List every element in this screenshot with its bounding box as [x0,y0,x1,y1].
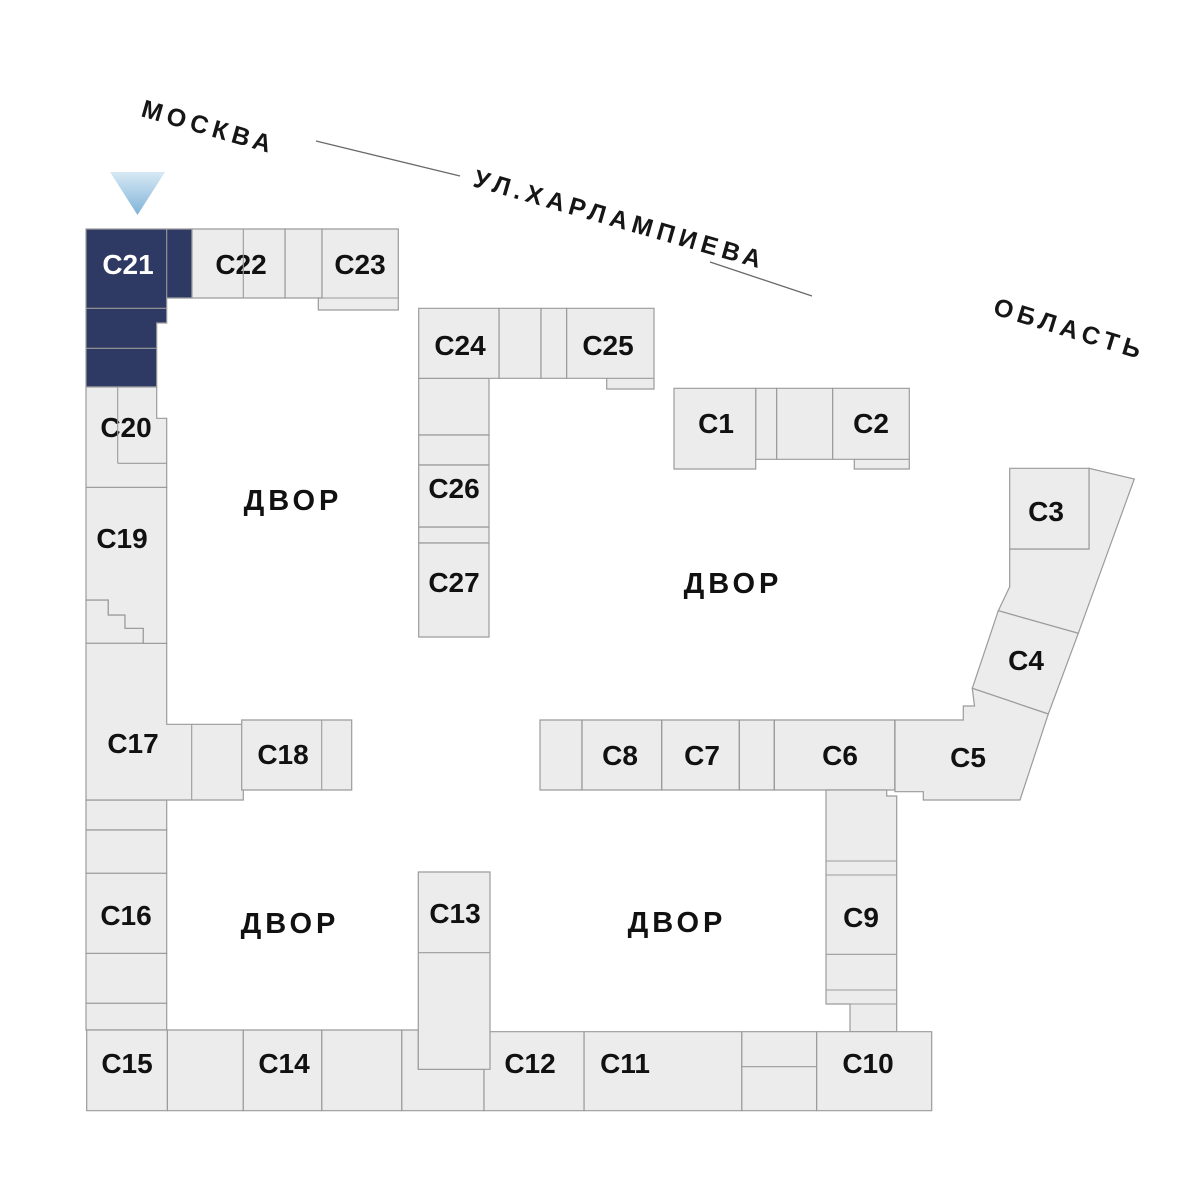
plan-dividers [86,229,910,1068]
building-c8[interactable]: C8 [581,719,663,791]
building-c22-label: C22 [215,249,266,280]
building-c13[interactable]: C13 [417,871,491,1070]
building-c21-label: C21 [102,249,153,280]
building-c3[interactable]: C3 [1009,467,1090,550]
building-c5[interactable]: C5 [894,687,1050,801]
street-line-left [315,140,461,177]
building-c18-label: C18 [257,739,308,770]
courtyard-label-top-left: ДВОР [244,485,343,517]
building-section [418,526,490,544]
building-section [85,1002,168,1031]
building-c11[interactable]: C11 [583,1031,743,1112]
street-line-right [709,261,813,297]
building-section [741,1031,818,1112]
building-section [166,1029,244,1112]
building-c22[interactable]: C22 [191,228,286,299]
building-c3-label: C3 [1028,496,1064,527]
building-c27[interactable]: C27 [418,542,490,638]
building-c6-label: C6 [822,740,858,771]
building-c23-label: C23 [334,249,385,280]
building-c25-label: C25 [582,330,633,361]
building-c17[interactable]: C17 [85,642,244,801]
building-c16-label: C16 [100,900,151,931]
building-c7[interactable]: C7 [661,719,740,791]
building-c26[interactable]: C26 [418,464,490,528]
building-c6[interactable]: C6 [773,719,896,791]
building-c23[interactable]: C23 [317,228,399,311]
unlabeled-sections [85,228,1136,1112]
building-section [418,377,490,436]
building-c25[interactable]: C25 [566,307,655,390]
building-c12-label: C12 [504,1048,555,1079]
building-section [418,434,490,466]
building-section [540,307,568,379]
building-c14-label: C14 [258,1048,310,1079]
building-c15-label: C15 [101,1048,152,1079]
courtyard-label-bottom-left: ДВОР [241,908,340,940]
building-c5-label: C5 [950,742,986,773]
building-c13-label: C13 [429,898,480,929]
building-section [284,228,323,299]
courtyard-label-bottom-right: ДВОР [628,907,727,939]
building-c9[interactable]: C9 [825,789,898,1033]
building-c10-label: C10 [842,1048,893,1079]
building-section [321,1029,403,1112]
building-c9-label: C9 [843,902,879,933]
street-name-label: УЛ.ХАРЛАМПИЕВА [470,165,769,275]
building-c24-label: C24 [434,330,486,361]
building-c10[interactable]: C10 [816,1031,933,1112]
building-c12[interactable]: C12 [483,1031,585,1112]
street-region-label: ОБЛАСТЬ [990,293,1149,366]
building-c26-label: C26 [428,473,479,504]
building-c20-label: C20 [100,412,151,443]
building-c4-label: C4 [1008,645,1044,676]
building-c16[interactable]: C16 [85,872,168,954]
building-c1-label: C1 [698,408,734,439]
building-section [85,829,168,874]
building-c18[interactable]: C18 [241,719,353,791]
building-c19[interactable]: C19 [85,486,168,644]
building-c8-label: C8 [602,740,638,771]
building-c1[interactable]: C1 [673,387,757,470]
building-section [755,387,778,460]
building-c2-label: C2 [853,408,889,439]
building-c17-label: C17 [107,728,158,759]
street-city-label: МОСКВА [138,95,279,160]
building-c4[interactable]: C4 [971,609,1080,715]
building-section [498,307,542,379]
building-c19-label: C19 [96,523,147,554]
building-c14[interactable]: C14 [242,1029,323,1112]
building-c11-label: C11 [600,1048,650,1079]
building-section [738,719,775,791]
building-c15[interactable]: C15 [86,1029,168,1112]
building-section [776,387,834,460]
building-section [85,952,168,1004]
building-section [539,719,583,791]
building-c7-label: C7 [684,740,720,771]
location-arrow-icon [110,172,165,215]
building-c24[interactable]: C24 [418,307,500,379]
courtyard-label-top-right: ДВОР [684,568,783,600]
building-c20[interactable]: C20 [85,386,168,488]
building-c2[interactable]: C2 [832,387,910,470]
building-c27-label: C27 [428,567,479,598]
building-section [85,799,168,831]
